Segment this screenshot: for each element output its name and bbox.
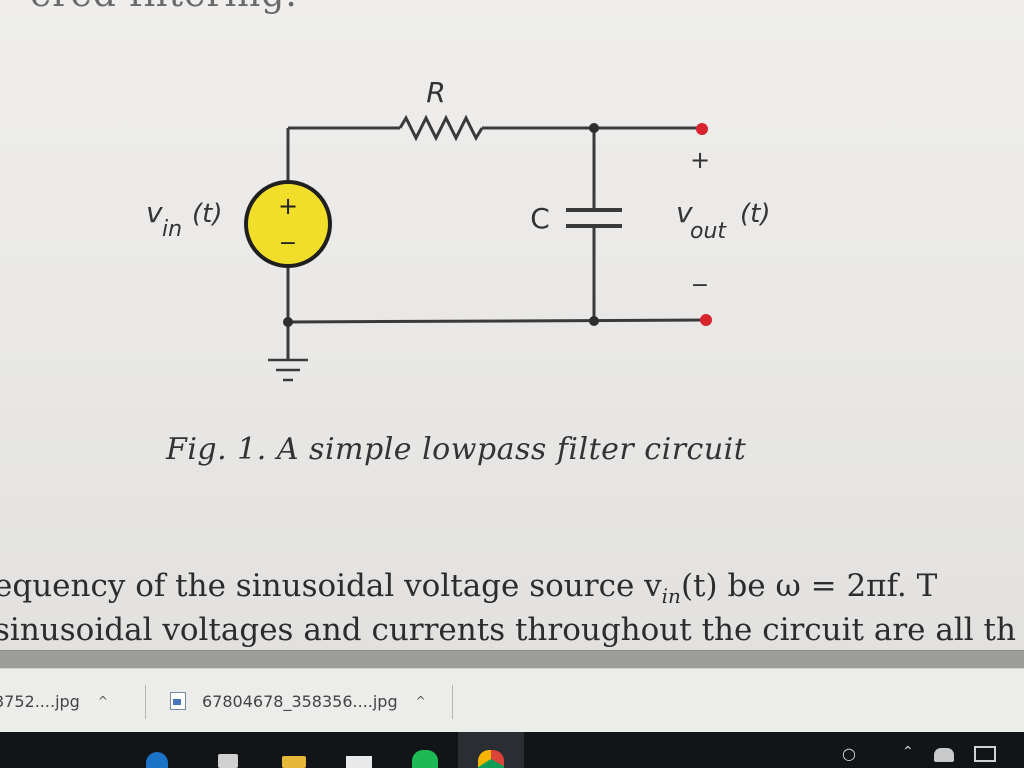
source-minus-sign: − [279, 231, 297, 256]
download-item-1[interactable]: 3752....jpg ^ [0, 669, 140, 733]
download-separator [145, 685, 146, 719]
chevron-up-icon[interactable]: ^ [97, 694, 108, 708]
resistor-symbol [398, 114, 484, 142]
people-icon[interactable]: ○ [842, 744, 856, 763]
download-separator [452, 685, 453, 719]
top-text-fragment: ered filtering. [30, 0, 298, 15]
vout-label-subscript: out [690, 219, 727, 244]
download-item-1-name: 3752....jpg [0, 691, 80, 711]
circuit-wires [286, 114, 706, 360]
body-text-line-1-start: equency of the sinusoidal voltage source… [0, 568, 662, 604]
spotify-icon[interactable] [412, 750, 438, 768]
chrome-icon[interactable] [478, 750, 504, 768]
download-bar: 3752....jpg ^ 67804678_358356....jpg ^ [0, 668, 1024, 733]
chevron-up-icon[interactable]: ⌃ [902, 744, 914, 760]
vin-label-subscript: in [162, 217, 182, 242]
figure-caption: Fig. 1. A simple lowpass filter circuit [166, 432, 747, 467]
network-icon[interactable] [974, 746, 996, 762]
output-terminal-top [696, 123, 708, 135]
store-icon[interactable] [218, 754, 238, 768]
file-explorer-icon[interactable] [282, 756, 306, 768]
lowpass-filter-circuit: + − R C v in (t) v out (t) + − [146, 76, 770, 382]
vin-label-arg: (t) [192, 199, 222, 229]
body-text-line-2: sinusoidal voltages and currents through… [0, 612, 1016, 648]
resistor-label: R [426, 76, 445, 109]
document-page: ered filtering. [0, 0, 1024, 650]
output-terminal-bottom [700, 314, 712, 326]
voltage-source [244, 180, 332, 268]
wire-bottom [287, 318, 706, 324]
edge-icon[interactable] [146, 752, 168, 768]
vout-label-main: v [676, 196, 693, 229]
capacitor-symbol [566, 208, 622, 228]
vout-label-arg: (t) [740, 199, 770, 229]
horizontal-scrollbar[interactable] [0, 650, 1024, 669]
capacitor-label: C [530, 202, 550, 235]
body-text-line-1: equency of the sinusoidal voltage source… [0, 568, 937, 608]
onedrive-icon[interactable] [934, 748, 954, 762]
mail-icon[interactable] [346, 756, 372, 768]
junction-dot-bottom-left [283, 317, 293, 327]
chevron-up-icon[interactable]: ^ [415, 694, 426, 708]
image-file-icon [170, 692, 186, 710]
source-plus-sign: + [278, 192, 298, 220]
body-text-line-1-rest: (t) be ω = 2πf. T [680, 568, 938, 604]
output-minus-sign: − [691, 273, 709, 298]
download-item-2[interactable]: 67804678_358356....jpg ^ [160, 669, 450, 733]
body-text-line-1-subscript: in [661, 584, 681, 609]
output-plus-sign: + [690, 146, 710, 174]
vin-label-main: v [146, 196, 163, 229]
ground-symbol [268, 358, 308, 382]
junction-dot-top [589, 123, 599, 133]
junction-dot-bottom-right [589, 316, 599, 326]
download-item-2-name: 67804678_358356....jpg [202, 691, 398, 711]
